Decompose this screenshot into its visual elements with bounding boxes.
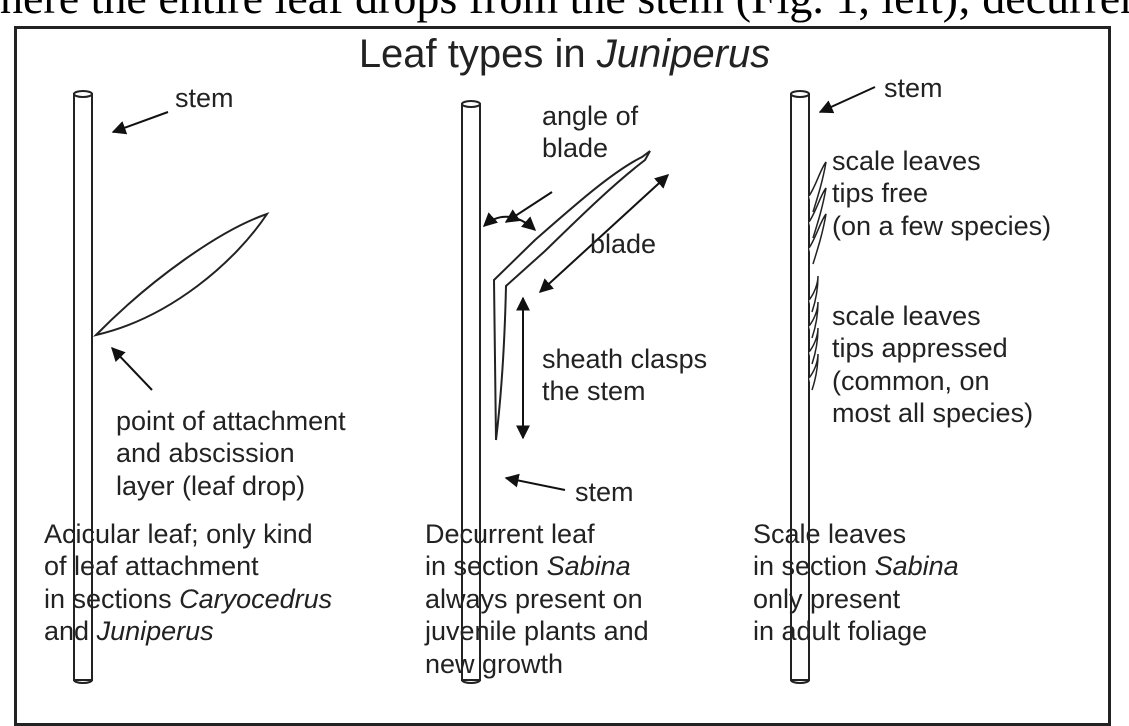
acicular-leaf <box>96 214 267 335</box>
scale-stem-label: stem <box>884 72 943 104</box>
scale-leaves-appressed <box>809 276 818 390</box>
attachment-label: point of attachment and abscission layer… <box>116 405 346 502</box>
blade-label: blade <box>590 228 656 260</box>
attachment-arrow <box>112 348 152 390</box>
acicular-stem-arrow <box>113 112 168 132</box>
decurrent-caption: Decurrent leaf in section Sabina always … <box>425 518 649 680</box>
scale-caption: Scale leaves in section Sabina only pres… <box>753 518 959 648</box>
scale-stem-arrow <box>820 87 875 112</box>
angle-arrow <box>506 192 552 222</box>
angle-of-blade-label: angle of blade <box>542 100 638 165</box>
scale-leaves-free <box>809 162 826 264</box>
acicular-stem-label: stem <box>175 82 234 114</box>
decurrent-stem-label: stem <box>575 476 634 508</box>
scale-free-label: scale leaves tips free (on a few species… <box>832 145 1051 242</box>
sheath-label: sheath clasps the stem <box>542 343 707 408</box>
scale-appressed-label: scale leaves tips appressed (common, on … <box>832 300 1033 430</box>
decurrent-stem-arrow <box>506 478 565 490</box>
acicular-caption: Acicular leaf; only kind of leaf attachm… <box>44 518 332 648</box>
